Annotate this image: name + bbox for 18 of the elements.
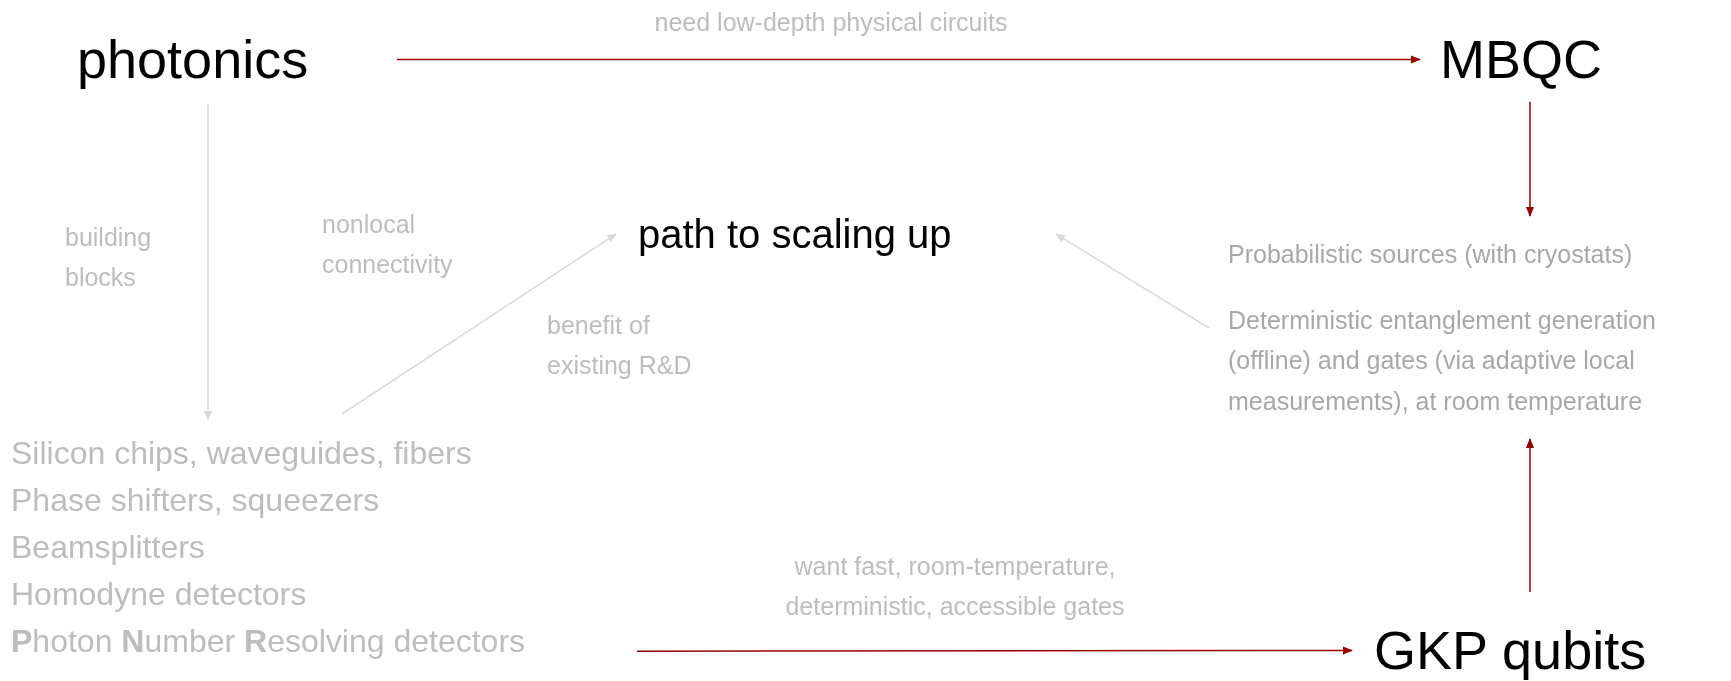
node-title: photonics xyxy=(77,28,309,91)
list-item: Silicon chips, waveguides, fibers xyxy=(11,434,472,473)
arrow xyxy=(636,646,1353,655)
node-title: MBQC xyxy=(1440,28,1602,91)
node-text: Deterministic entanglement generation (offline) and gates (via adaptive local measurements), at room temperature xyxy=(1228,304,1657,417)
list-item: Beamsplitters xyxy=(11,528,205,568)
list-item: Homodyne detectors xyxy=(11,575,307,615)
arrow xyxy=(1526,101,1534,217)
node-title: GKP qubits xyxy=(1374,619,1647,681)
arrow xyxy=(204,103,212,421)
arrow xyxy=(1526,438,1534,593)
list-item: Phase shifters, squeezers xyxy=(11,481,380,521)
arrow xyxy=(396,55,1421,64)
node-title: path to scaling up xyxy=(638,211,952,258)
arrow xyxy=(1055,233,1210,329)
node-text: Probabilistic sources (with cryostats) xyxy=(1228,239,1633,270)
arrow xyxy=(341,233,617,415)
list-item: Photon Number Resolving detectors xyxy=(11,622,526,662)
